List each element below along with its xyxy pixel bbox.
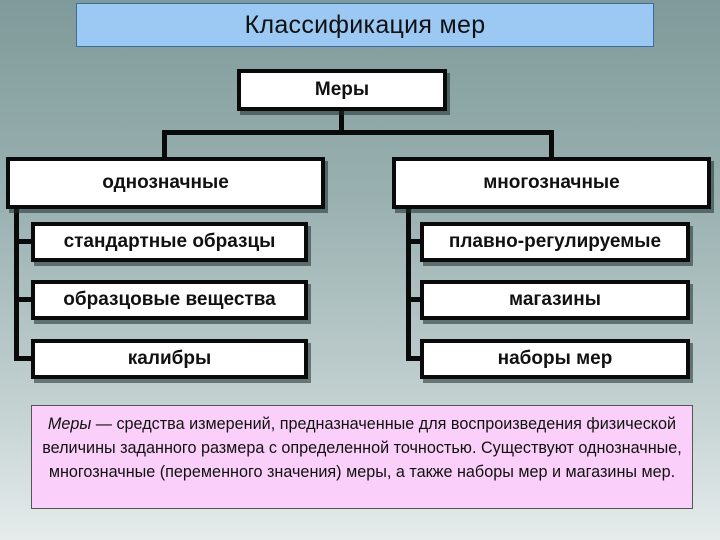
- left-branch-drop: [162, 130, 167, 159]
- root-node: Меры: [237, 69, 447, 111]
- definition-box: Меры — средства измерений, предназначенн…: [31, 405, 693, 509]
- left-item-node: калибры: [31, 339, 308, 379]
- left-tick-2: [14, 297, 36, 302]
- left-header-node: однозначные: [6, 157, 325, 209]
- root-stem: [339, 108, 344, 134]
- definition-term: Меры: [47, 415, 92, 433]
- left-tick-1: [14, 239, 36, 244]
- right-header-node: многозначные: [392, 157, 711, 209]
- left-item-node: образцовые вещества: [31, 280, 308, 320]
- right-tick-2: [406, 297, 424, 302]
- right-tick-1: [406, 239, 424, 244]
- right-item-node: наборы мер: [420, 339, 690, 379]
- slide-title: Классификация мер: [76, 3, 654, 47]
- right-branch-drop: [549, 130, 554, 159]
- left-item-node: стандартные образцы: [31, 222, 308, 262]
- definition-text: — средства измерений, предназначенные дл…: [42, 415, 682, 481]
- right-tick-3: [406, 356, 424, 361]
- left-spine: [14, 206, 19, 361]
- branch-bar: [162, 130, 554, 135]
- left-tick-3: [14, 356, 36, 361]
- right-item-node: магазины: [420, 280, 690, 320]
- right-spine: [406, 206, 411, 361]
- right-item-node: плавно-регулируемые: [420, 222, 690, 262]
